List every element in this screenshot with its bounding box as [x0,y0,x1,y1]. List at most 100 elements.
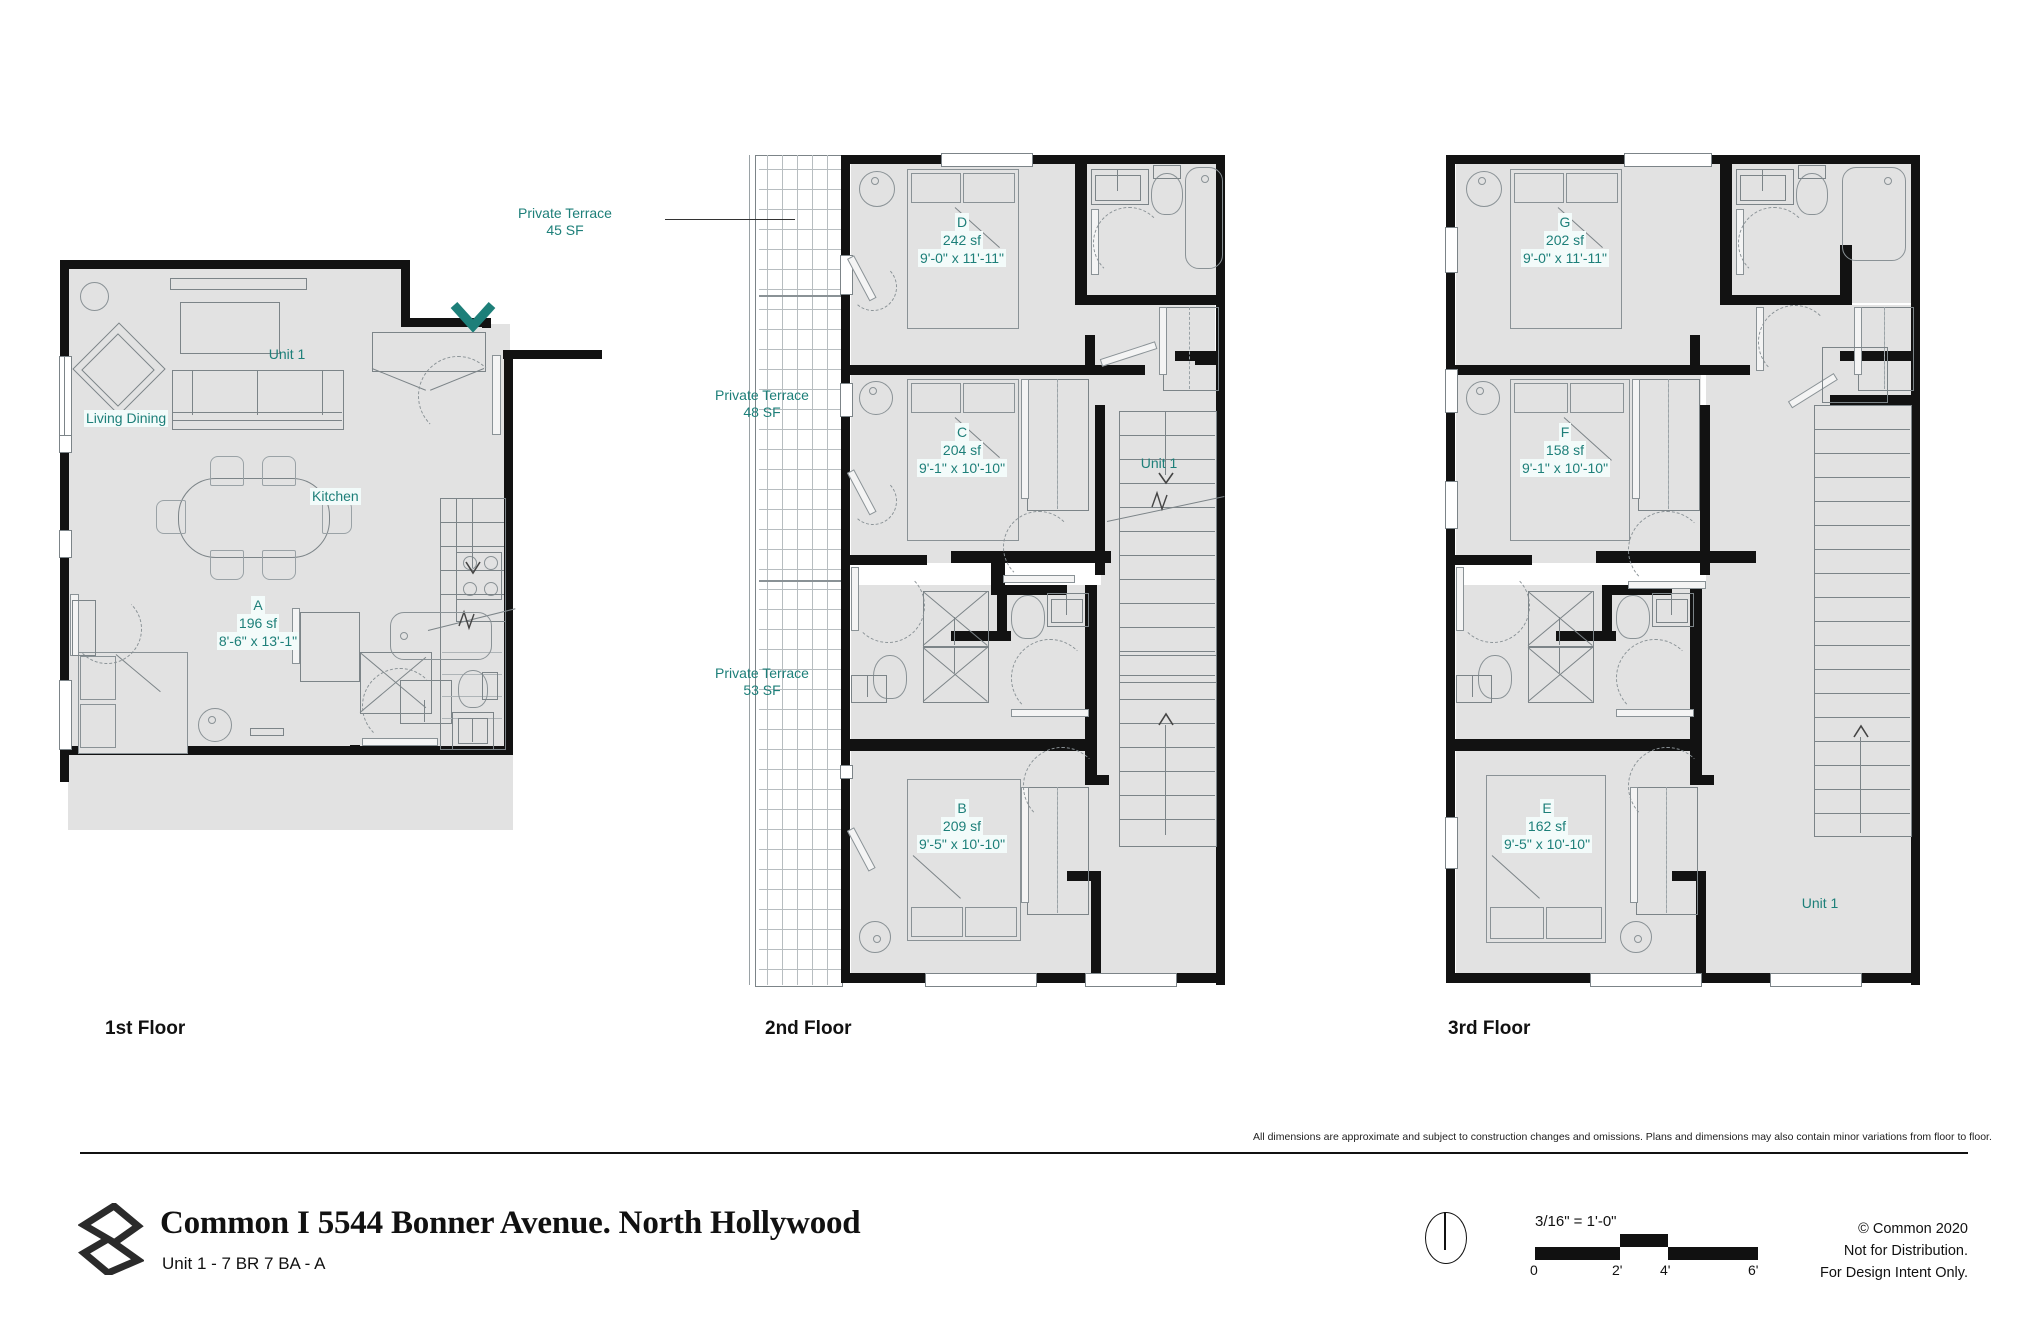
pillow [911,383,961,413]
stair-tread [1119,675,1215,676]
stair-tread [1814,501,1910,502]
stair-tread [1119,459,1215,460]
private-terrace-strip [755,155,843,987]
unit-label-1st: Unit 1 [268,346,306,362]
toilet [873,655,907,699]
terrace-grid-line [759,509,841,510]
exterior-wall [1911,155,1920,985]
terrace-grid-line [782,155,783,985]
door-arc [1023,747,1101,825]
interior-wall [1195,295,1217,305]
lamp-dot [1634,935,1642,943]
terrace-grid-line [759,169,841,170]
terrace-grid-line [759,689,841,690]
terrace-grid-line [759,889,841,890]
window-mullion [64,356,65,442]
stair-up-arrow-icon [1158,712,1174,726]
terrace-grid-line [759,469,841,470]
scale-bar-seg [1668,1247,1758,1260]
room-id-g: G [1557,213,1573,231]
toilet-tank [1153,165,1181,179]
door-swing-arc [418,356,498,436]
terrace-label-53: Private Terrace 53 SF [677,665,847,699]
interior-wall [997,585,1067,595]
window [1085,973,1177,987]
pillow [911,173,961,203]
bathtub [1185,167,1223,269]
stair-tread [1814,741,1910,742]
island-counter [300,612,360,682]
console-table [170,278,307,290]
terrace-grid-line [759,209,841,210]
room-id-b: B [955,799,969,817]
bath-door-leaf [1456,567,1464,631]
stair-tread [1814,645,1910,646]
interior-wall [1602,585,1672,595]
burner [463,582,477,596]
vanity-sink [1051,599,1083,623]
toilet [1796,173,1828,215]
interior-wall [1830,395,1912,405]
bathroom-door-leaf [362,738,438,746]
north-arrow-icon [1425,1212,1467,1264]
shower [1528,591,1594,647]
terrace-grid-line [759,929,841,930]
window [59,530,72,558]
stair-tread [1814,429,1910,430]
room-label-b: B 209 sf 9'-5" x 10'-10" [867,799,1057,853]
stair-break-symbol [1151,490,1168,512]
bedroom-a-door-arc [72,594,142,664]
exterior-wall [504,350,513,500]
bath-door-leaf [1616,709,1694,717]
vanity [1652,593,1694,627]
door-arc [1628,511,1706,589]
scale-tick-4: 4' [1660,1262,1671,1278]
stair-arrow-shaft [472,500,473,568]
lamp-dot [869,387,877,395]
vanity [1091,169,1149,205]
stair-tread [1119,651,1215,652]
dining-chair [262,550,296,580]
terrace-area: 48 SF [743,404,781,420]
vanity [452,712,494,750]
lamp-dot [873,935,881,943]
window [941,153,1033,167]
vanity-sink [1095,175,1141,201]
exterior-wall [504,500,513,755]
vanity-sink [1740,175,1786,201]
range [456,552,502,600]
terrace-grid-line [759,729,841,730]
stair-down-arrow-icon [465,561,481,575]
terrace-grid-line [759,309,841,310]
closet-hidden-line [1666,787,1667,913]
common-logo [78,1203,144,1275]
window [1445,481,1458,529]
stair-break-symbol [458,609,475,631]
side-lamp [859,381,893,415]
stair-tread [1119,819,1215,820]
stair-tread [1814,549,1910,550]
shower [1528,647,1594,703]
stair-tread [1814,717,1910,718]
window [1445,817,1458,869]
terrace-grid-line [759,549,841,550]
side-lamp [1620,921,1652,953]
terrace-grid-line [797,155,798,985]
terrace-grid-line [759,809,841,810]
stair-tread [1814,477,1910,478]
bath-door-leaf [851,567,859,631]
side-lamp [1466,171,1502,207]
terrace-divider [759,295,841,297]
faucet [1066,593,1067,615]
interior-wall [1602,595,1612,641]
interior-wall [841,555,927,565]
linen-closet [1822,347,1888,403]
terrace-grid-line [759,349,841,350]
closet [1638,379,1700,511]
burner [484,556,498,570]
tub-drain [1201,175,1209,183]
stair-tread [1119,603,1215,604]
shower-drain [1559,647,1560,673]
exterior-wall [1446,155,1455,227]
